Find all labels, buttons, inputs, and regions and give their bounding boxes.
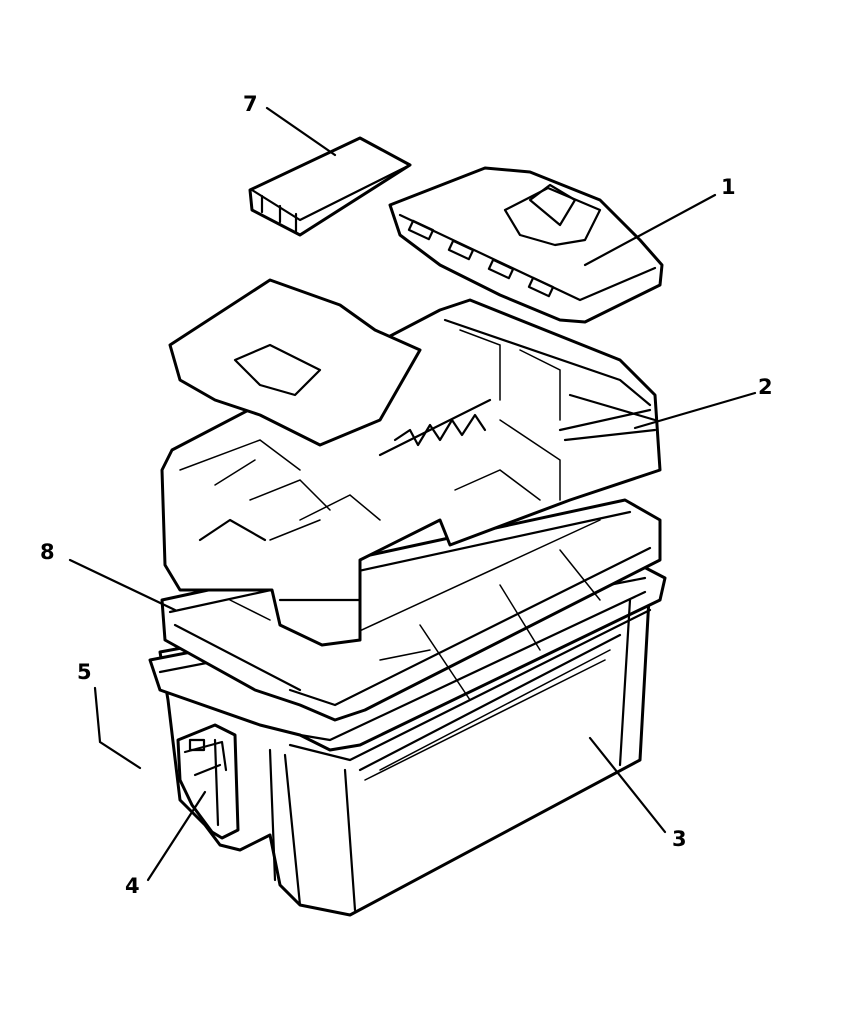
callout-8: 8 [40, 540, 55, 564]
leader-4 [146, 790, 207, 882]
callout-5: 5 [77, 660, 92, 684]
leader-1 [583, 193, 717, 267]
part-middle-tray [160, 498, 662, 722]
callout-labels: 1 2 3 4 5 7 8 [40, 92, 773, 898]
leader-8 [68, 558, 177, 612]
part-small-tray-insert [248, 136, 412, 237]
callout-3: 3 [672, 827, 687, 851]
part-latch [176, 723, 240, 840]
callout-4: 4 [125, 874, 140, 898]
callout-1: 1 [721, 175, 736, 199]
callout-2: 2 [758, 375, 773, 399]
part-lid-cover [388, 166, 664, 324]
leader-2 [633, 391, 757, 430]
part-top-tray [160, 278, 662, 647]
leader-5 [93, 686, 142, 770]
leader-lines [68, 106, 757, 882]
callout-7: 7 [243, 92, 258, 116]
leader-3 [588, 736, 667, 834]
leader-7 [265, 106, 337, 157]
